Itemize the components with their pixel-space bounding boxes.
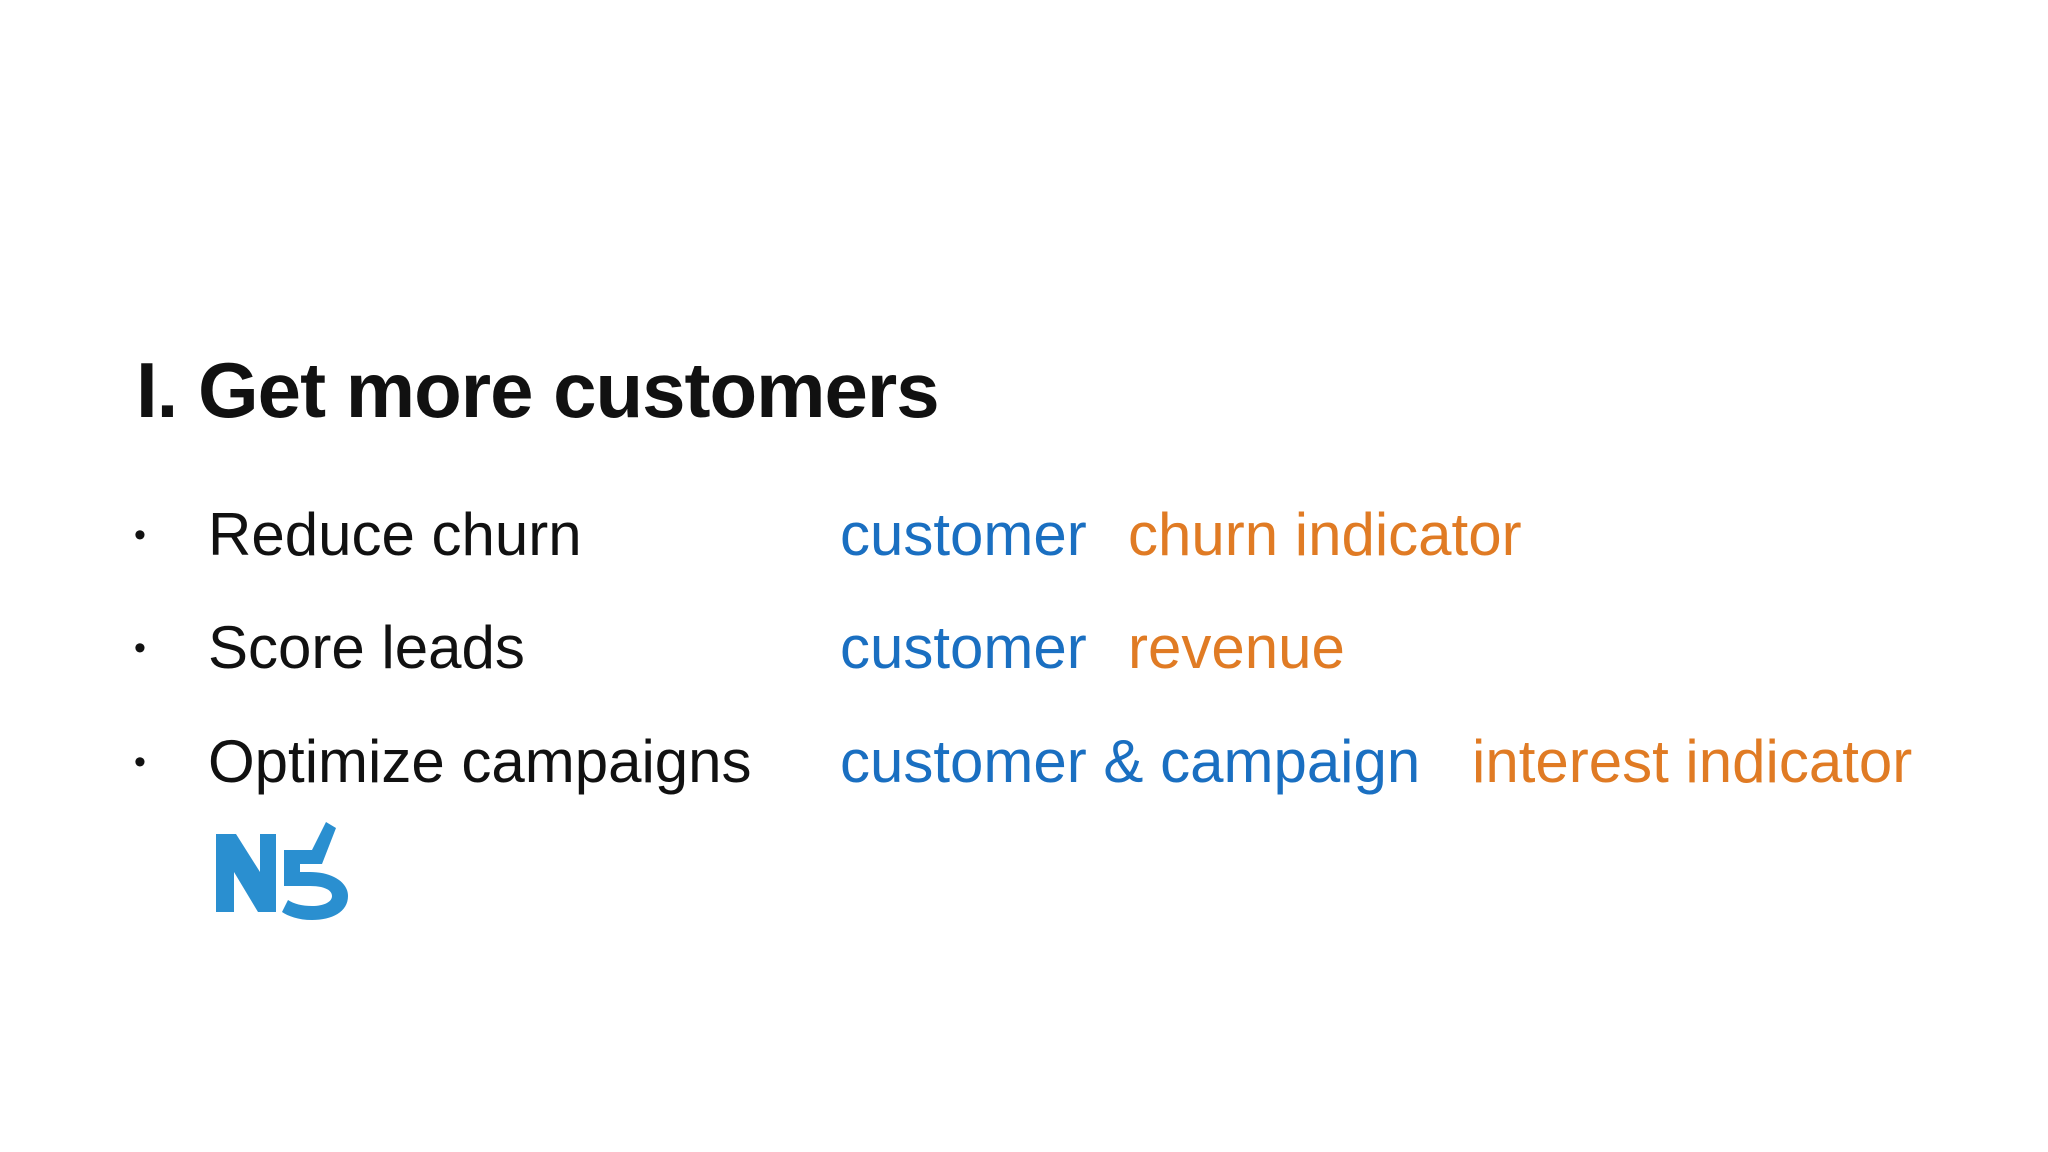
bullet-dot: •: [134, 629, 146, 667]
slide-title: I. Get more customers: [136, 346, 940, 434]
use-case-label: Optimize campaigns: [208, 728, 752, 795]
target-text: interest indicator: [1472, 728, 1913, 795]
bullet-row: • Optimize campaigns customer & campaign…: [0, 722, 2048, 802]
use-case-label: Score leads: [208, 614, 525, 681]
entity-text: customer & campaign: [840, 728, 1421, 795]
entity-text: customer: [840, 501, 1087, 568]
entity-text: customer: [840, 614, 1087, 681]
bullet-dot: •: [134, 516, 146, 554]
bullet-row: • Score leads customer revenue: [0, 608, 2048, 688]
use-case-label: Reduce churn: [208, 501, 582, 568]
n5-logo-icon: [216, 822, 348, 920]
bullet-row: • Reduce churn customer churn indicator: [0, 495, 2048, 575]
target-text: churn indicator: [1128, 501, 1522, 568]
target-text: revenue: [1128, 614, 1345, 681]
bullet-dot: •: [134, 743, 146, 781]
